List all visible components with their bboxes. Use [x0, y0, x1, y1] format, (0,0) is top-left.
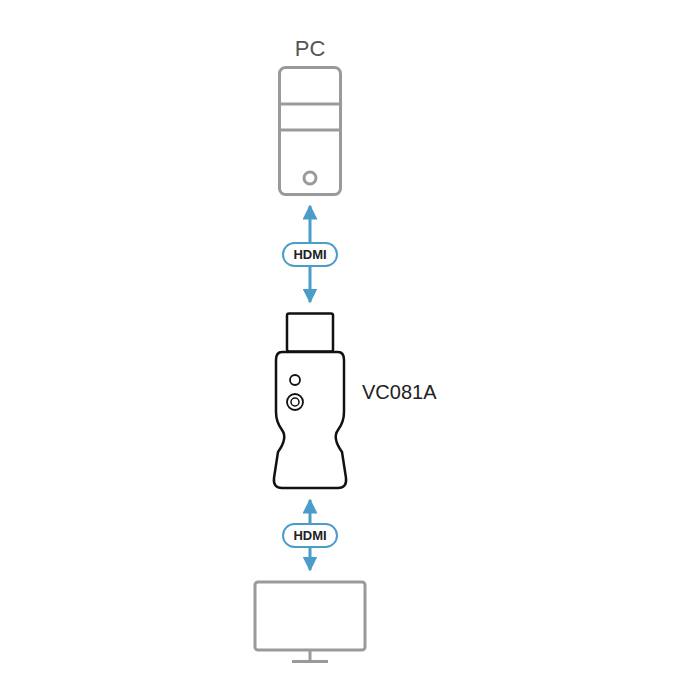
hdmi-adapter-outline	[268, 312, 352, 490]
cable-label: HDMI	[282, 242, 337, 267]
monitor-outline	[253, 580, 367, 664]
monitor	[253, 580, 367, 664]
hdmi-adapter: VC081A	[268, 312, 352, 490]
pc-tower-outline	[278, 66, 342, 196]
device-label: PC	[295, 36, 326, 62]
pc-tower: PC	[278, 66, 342, 196]
cable-label: HDMI	[282, 523, 337, 548]
device-label: VC081A	[362, 381, 437, 404]
